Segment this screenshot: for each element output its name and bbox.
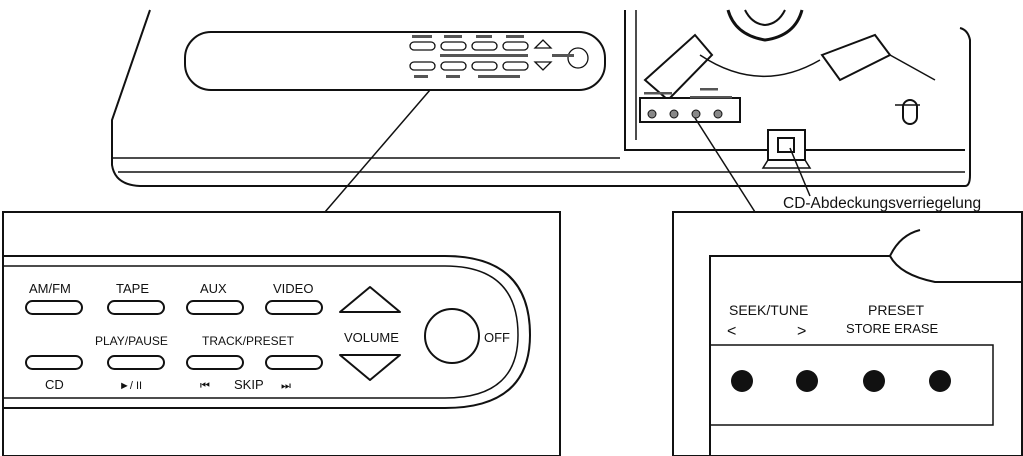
- volume-up-button[interactable]: [339, 286, 401, 313]
- preset-label: PRESET: [868, 302, 924, 318]
- seek-tune-prev-button[interactable]: [731, 370, 753, 392]
- cd-label: CD: [45, 377, 64, 392]
- right-panel-button-strip: [710, 344, 994, 426]
- right-zoom-panel: SEEK/TUNE < > PRESET STORE ERASE: [672, 211, 1023, 456]
- left-panel-faceplate-inner: [3, 265, 519, 399]
- track-preset-label: TRACK/PRESET: [202, 334, 295, 348]
- mini-control-dots: [647, 109, 723, 119]
- cd-disc-arc: [726, 9, 804, 42]
- off-button[interactable]: [424, 308, 480, 364]
- mini-button-labels: [412, 35, 574, 78]
- preset-erase-button[interactable]: [929, 370, 951, 392]
- cd-cover-lock-label: CD-Abdeckungsverriegelung: [783, 195, 981, 212]
- seek-tune-label: SEEK/TUNE: [729, 302, 808, 318]
- aux-label: AUX: [200, 281, 227, 296]
- preset-store-button[interactable]: [863, 370, 885, 392]
- mini-buttons: [409, 39, 589, 71]
- store-erase-label: STORE ERASE: [846, 321, 939, 336]
- video-label: VIDEO: [273, 281, 313, 296]
- cd-button[interactable]: [25, 355, 83, 370]
- am-fm-button[interactable]: [25, 300, 83, 315]
- side-slider: [902, 99, 918, 125]
- mini-control-text-marks: [644, 88, 732, 99]
- skip-label: SKIP: [234, 377, 264, 392]
- mini-control-cluster: [639, 97, 741, 123]
- seek-tune-next-button[interactable]: [796, 370, 818, 392]
- cd-lid-body-line-2: [889, 54, 936, 81]
- skip-next-icon: ⏭: [281, 380, 291, 392]
- video-button[interactable]: [265, 300, 323, 315]
- volume-down-button[interactable]: [339, 354, 401, 381]
- tape-label: TAPE: [116, 281, 149, 296]
- play-pause-symbol: ►/ II: [119, 380, 142, 392]
- left-panel-faceplate-outer: [3, 255, 532, 409]
- seek-next-symbol: >: [797, 323, 806, 340]
- leader-line-cd-lock: [789, 147, 811, 197]
- cd-lid-body-line: [699, 54, 821, 77]
- tape-button[interactable]: [107, 300, 165, 315]
- cd-lid-flap-right: [820, 33, 892, 82]
- off-label: OFF: [484, 330, 510, 345]
- track-preset-prev-button[interactable]: [186, 355, 244, 370]
- top-display-strip: [184, 31, 606, 91]
- play-pause-button[interactable]: [107, 355, 165, 370]
- cd-compartment-outline: [624, 10, 965, 151]
- volume-label: VOLUME: [344, 330, 399, 345]
- am-fm-label: AM/FM: [29, 281, 71, 296]
- track-preset-next-button[interactable]: [265, 355, 323, 370]
- leader-line-right-panel: [694, 117, 756, 213]
- aux-button[interactable]: [186, 300, 244, 315]
- right-panel-frame: [672, 211, 1023, 456]
- leader-lines: [324, 89, 811, 213]
- device-overview: [111, 9, 971, 187]
- play-pause-label: PLAY/PAUSE: [95, 334, 168, 348]
- left-zoom-panel: AM/FM TAPE AUX VIDEO PLAY/PAUSE TRACK/PR…: [2, 211, 561, 456]
- device-body-outline: [111, 9, 971, 187]
- cd-disc-arc-inner: [744, 9, 786, 27]
- seek-prev-symbol: <: [727, 323, 736, 340]
- skip-prev-icon: ⏮: [200, 380, 210, 392]
- right-panel-curve: [889, 229, 921, 257]
- leader-line-left-panel: [324, 89, 431, 213]
- right-panel-faceplate-top: [709, 255, 1022, 456]
